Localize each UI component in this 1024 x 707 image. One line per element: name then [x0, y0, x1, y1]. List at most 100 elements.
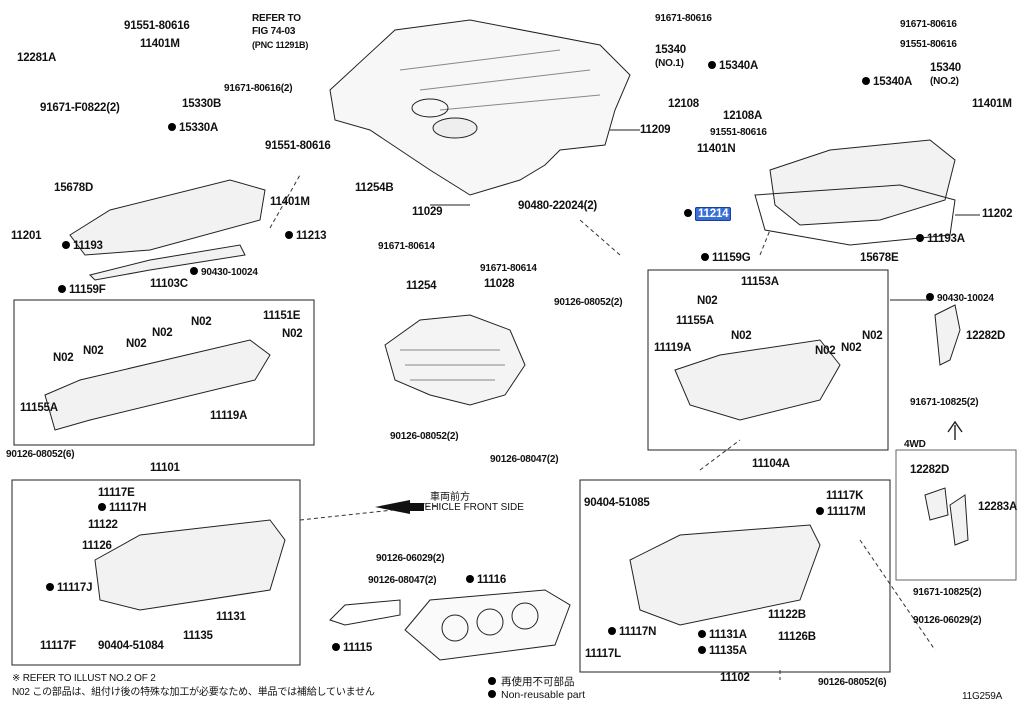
part-label[interactable]: 15340A — [862, 76, 912, 89]
part-label[interactable]: 12108A — [723, 110, 763, 122]
right-head-drawing — [629, 524, 821, 626]
part-label[interactable]: 11119A — [210, 410, 248, 422]
part-label[interactable]: 91671-80616(2) — [224, 83, 293, 94]
part-label[interactable]: 11104A — [752, 458, 790, 470]
part-label-highlighted[interactable]: 11214 — [684, 207, 732, 221]
part-label[interactable]: 11401M — [270, 196, 310, 208]
part-label[interactable]: N02 — [53, 352, 74, 364]
part-label[interactable]: 15340 — [930, 62, 961, 74]
part-label[interactable]: 12282D — [910, 464, 950, 476]
part-label[interactable]: 12281A — [17, 52, 57, 64]
part-label[interactable]: 90430-10024 — [190, 266, 258, 279]
part-label[interactable]: 11028 — [484, 278, 515, 290]
part-label[interactable]: 11117L — [585, 648, 621, 660]
part-label[interactable]: (NO.1) — [655, 58, 684, 69]
part-label[interactable]: N02 — [841, 342, 862, 354]
part-label[interactable]: 11101 — [150, 462, 180, 474]
part-label[interactable]: 11117E — [98, 487, 135, 499]
part-label[interactable]: 91551-80616 — [265, 140, 331, 152]
part-label[interactable]: N02 — [815, 345, 836, 357]
part-label[interactable]: 91671-80614 — [378, 241, 435, 252]
part-label[interactable]: 11117K — [826, 490, 864, 502]
part-label[interactable]: 11159G — [701, 252, 751, 265]
part-label[interactable]: 11115 — [332, 642, 372, 655]
part-label[interactable]: 11029 — [412, 206, 443, 218]
part-label[interactable]: 91671-80614 — [480, 263, 537, 274]
part-label[interactable]: 90126-08052(2) — [554, 297, 623, 308]
part-label[interactable]: 11401M — [972, 98, 1012, 110]
part-label[interactable]: 11209 — [640, 124, 671, 136]
part-label[interactable]: 91671-10825(2) — [913, 587, 982, 598]
part-label[interactable]: 90126-08052(6) — [6, 449, 75, 460]
part-label[interactable]: 11116 — [466, 574, 506, 587]
part-label[interactable]: 90126-08047(2) — [490, 454, 559, 465]
part-label[interactable]: 11254 — [406, 280, 437, 292]
part-label[interactable]: 11122B — [768, 609, 806, 621]
part-label[interactable]: 91551-80616 — [710, 127, 767, 138]
part-label[interactable]: 91671-F0822(2) — [40, 102, 120, 114]
part-label[interactable]: 12282D — [966, 330, 1006, 342]
part-label[interactable]: 11153A — [741, 276, 779, 288]
part-label[interactable]: 11117H — [98, 502, 146, 515]
part-label[interactable]: 91671-80616 — [900, 19, 957, 30]
part-label[interactable]: 11135 — [183, 630, 213, 642]
part-label[interactable]: 11126B — [778, 631, 816, 643]
part-label[interactable]: 90404-51085 — [584, 497, 650, 509]
part-label[interactable]: 15340 — [655, 44, 686, 56]
part-label[interactable]: 91671-80616 — [655, 13, 712, 24]
part-label[interactable]: 11126 — [82, 540, 112, 552]
part-label[interactable]: 90480-22024(2) — [518, 200, 598, 212]
part-label[interactable]: 11155A — [20, 402, 58, 414]
part-label[interactable]: 90126-08052(2) — [390, 431, 459, 442]
part-label[interactable]: N02 — [862, 330, 883, 342]
part-label[interactable]: 11213 — [285, 230, 327, 243]
refer-line2[interactable]: FIG 74-03 — [252, 26, 296, 37]
part-label[interactable]: 11119A — [654, 342, 692, 354]
part-label[interactable]: N02 — [83, 345, 104, 357]
part-label[interactable]: 11401N — [697, 143, 736, 155]
part-label[interactable]: N02 — [282, 328, 303, 340]
part-label[interactable]: 90126-08047(2) — [368, 575, 437, 586]
part-label[interactable]: 11135A — [698, 645, 747, 658]
part-label[interactable]: 91671-10825(2) — [910, 397, 979, 408]
part-label[interactable]: 11131 — [216, 611, 246, 623]
part-label[interactable]: (NO.2) — [930, 76, 959, 87]
part-label[interactable]: 90404-51084 — [98, 640, 164, 652]
part-label[interactable]: 12283A — [978, 501, 1018, 513]
part-label[interactable]: 15678E — [860, 252, 899, 264]
part-label[interactable]: 11254B — [355, 182, 394, 194]
variant-4wd: 4WD — [904, 439, 926, 450]
part-label[interactable]: N02 — [697, 295, 718, 307]
part-label[interactable]: 11202 — [982, 208, 1013, 220]
part-label[interactable]: 90126-06029(2) — [913, 615, 982, 626]
part-label[interactable]: 91551-80616 — [900, 39, 957, 50]
part-label[interactable]: 91551-80616 — [124, 20, 190, 32]
part-label[interactable]: N02 — [152, 327, 173, 339]
part-label[interactable]: N02 — [126, 338, 147, 350]
part-label[interactable]: 11193 — [62, 240, 103, 253]
part-label[interactable]: 11117F — [40, 640, 76, 652]
part-label[interactable]: 11102 — [720, 672, 750, 684]
part-label[interactable]: 90430-10024 — [926, 292, 994, 305]
part-label[interactable]: 11155A — [676, 315, 714, 327]
part-label[interactable]: N02 — [731, 330, 752, 342]
part-label[interactable]: 11117J — [46, 582, 92, 595]
part-label[interactable]: 11117N — [608, 626, 656, 639]
part-label[interactable]: 90126-06029(2) — [376, 553, 445, 564]
part-label[interactable]: 11159F — [58, 284, 106, 297]
part-label[interactable]: 11117M — [816, 506, 866, 519]
part-label[interactable]: 15330B — [182, 98, 222, 110]
part-label[interactable]: 11401M — [140, 38, 180, 50]
part-label[interactable]: 11122 — [88, 519, 118, 531]
part-label[interactable]: 11201 — [11, 230, 42, 242]
part-label[interactable]: 15340A — [708, 60, 758, 73]
part-label[interactable]: 12108 — [668, 98, 699, 110]
part-label[interactable]: 11193A — [916, 233, 965, 246]
part-label[interactable]: 11151E — [263, 310, 301, 322]
part-label[interactable]: 11103C — [150, 278, 188, 290]
part-label[interactable]: 15678D — [54, 182, 94, 194]
part-label[interactable]: 90126-08052(6) — [818, 677, 887, 688]
part-label[interactable]: N02 — [191, 316, 212, 328]
part-label[interactable]: 15330A — [168, 122, 218, 135]
part-label[interactable]: 11131A — [698, 629, 747, 642]
